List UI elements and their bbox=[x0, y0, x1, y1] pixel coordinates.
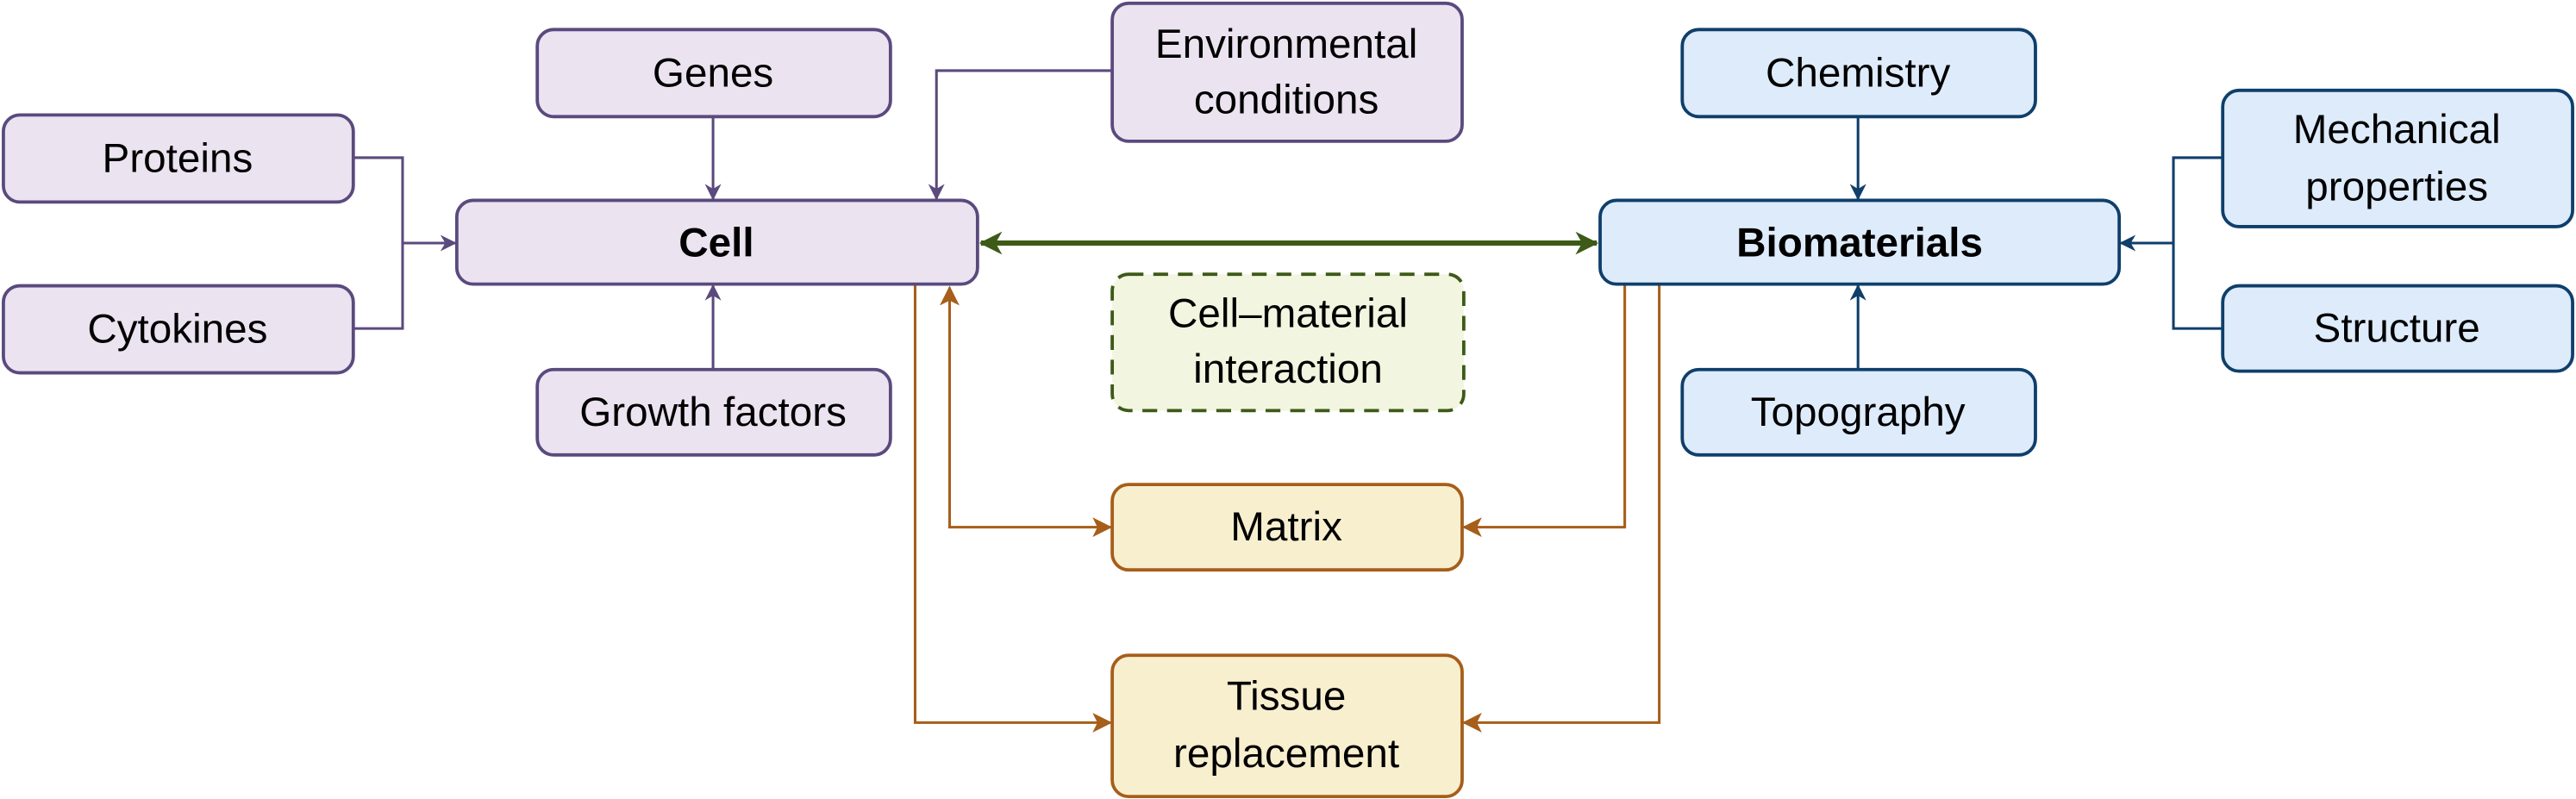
node-structure: Structure bbox=[2221, 284, 2574, 373]
node-genes: Genes bbox=[535, 28, 892, 119]
svg-text:Environmental: Environmental bbox=[1155, 22, 1417, 67]
svg-text:properties: properties bbox=[2305, 165, 2488, 210]
node-topography: Topography bbox=[1680, 367, 2037, 457]
svg-text:Matrix: Matrix bbox=[1230, 504, 1342, 550]
svg-text:Topography: Topography bbox=[1751, 390, 1966, 435]
edge-cell-to-tissue bbox=[913, 284, 1113, 733]
node-biomaterials: Biomaterials bbox=[1598, 198, 2122, 286]
edge-cell-matrix bbox=[940, 285, 1113, 538]
svg-text:conditions: conditions bbox=[1194, 78, 1379, 123]
node-chemistry: Chemistry bbox=[1680, 28, 2037, 119]
svg-text:Cytokines: Cytokines bbox=[87, 307, 267, 353]
node-environmental-conditions: Environmental conditions bbox=[1110, 1, 1464, 143]
node-mechanical-properties: Mechanical properties bbox=[2221, 88, 2574, 228]
svg-text:replacement: replacement bbox=[1173, 731, 1399, 777]
node-proteins: Proteins bbox=[2, 113, 355, 204]
node-cell: Cell bbox=[454, 198, 979, 286]
edge-biomaterials-to-matrix bbox=[1461, 284, 1627, 538]
svg-text:Chemistry: Chemistry bbox=[1766, 50, 1951, 96]
edge-environmental-to-cell bbox=[928, 69, 1113, 201]
node-cytokines: Cytokines bbox=[2, 284, 355, 375]
svg-text:Mechanical: Mechanical bbox=[2293, 107, 2501, 153]
edge-mechanical-structure-to-biomaterials bbox=[2121, 156, 2223, 330]
node-matrix: Matrix bbox=[1110, 483, 1464, 572]
svg-text:Cell: Cell bbox=[678, 221, 753, 266]
node-growth-factors: Growth factors bbox=[535, 367, 892, 457]
svg-text:Biomaterials: Biomaterials bbox=[1736, 221, 1983, 266]
svg-text:Tissue: Tissue bbox=[1227, 673, 1347, 719]
node-cell-material-interaction: Cell–material interaction bbox=[1110, 272, 1466, 413]
connectors bbox=[353, 69, 2223, 733]
edge-proteins-cytokines-to-cell bbox=[353, 156, 455, 330]
svg-text:interaction: interaction bbox=[1193, 346, 1383, 392]
node-tissue-replacement: Tissue replacement bbox=[1110, 653, 1464, 799]
svg-text:Genes: Genes bbox=[653, 50, 773, 96]
svg-text:Structure: Structure bbox=[2314, 306, 2480, 352]
svg-text:Growth factors: Growth factors bbox=[579, 390, 847, 435]
svg-text:Cell–material: Cell–material bbox=[1168, 290, 1408, 336]
svg-text:Proteins: Proteins bbox=[103, 135, 253, 181]
edge-biomaterials-to-tissue bbox=[1461, 284, 1661, 733]
